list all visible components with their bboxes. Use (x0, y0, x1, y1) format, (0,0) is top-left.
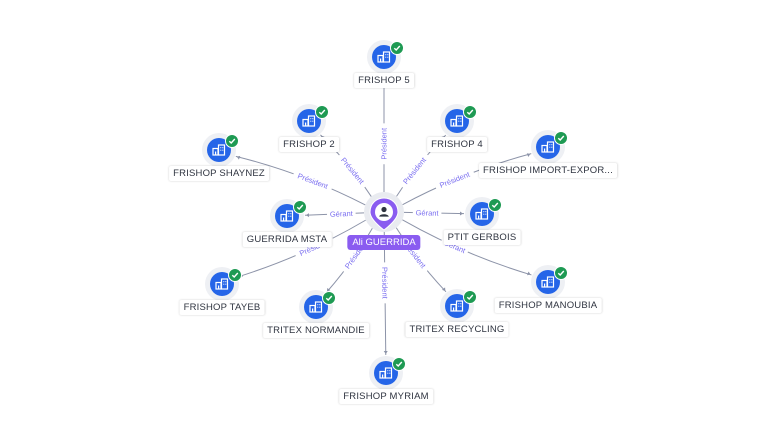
edge-label-frishop-import-export: Président (438, 169, 472, 189)
company-node-label: TRITEX NORMANDIE (263, 323, 369, 338)
company-building-icon (304, 295, 328, 319)
company-node-label: FRISHOP SHAYNEZ (169, 166, 269, 181)
company-node-label: FRISHOP 5 (354, 73, 414, 88)
edge-label-bg-frishop-import-export (433, 167, 476, 191)
verified-check-icon (228, 268, 242, 282)
edge-label-bg-frishop-5 (379, 123, 388, 165)
company-node-label: GUERRIDA MSTA (242, 232, 332, 247)
person-pin-icon (369, 197, 399, 231)
edge-label-bg-frishop-myriam (380, 262, 391, 304)
edge-label-bg-frishop-shaynez (292, 169, 334, 192)
edge-label-guerrida-msta: Gérant (330, 209, 354, 219)
edge-label-frishop-2: Président (339, 156, 367, 187)
edge-label-bg-frishop-2 (336, 151, 370, 190)
company-node-label: FRISHOP 4 (427, 137, 487, 152)
edge-arrow-frishop-myriam (383, 350, 388, 355)
company-building-icon (275, 204, 299, 228)
company-node-label: FRISHOP MYRIAM (339, 389, 433, 404)
edge-label-frishop-5: Président (380, 127, 389, 160)
company-node-label: FRISHOP TAYEB (179, 300, 265, 315)
edge-arrow-frishop-import-export (526, 153, 531, 157)
verified-check-icon (315, 105, 329, 119)
edge-arrow-frishop-manoubia (526, 271, 531, 276)
verified-check-icon (463, 105, 477, 119)
verified-check-icon (554, 131, 568, 145)
verified-check-icon (225, 134, 239, 148)
edge-arrow-frishop-shaynez (236, 155, 241, 160)
edge-label-frishop-shaynez: Président (296, 171, 330, 191)
edge-arrow-ptit-gerbois (459, 211, 464, 216)
company-node-label: FRISHOP MANOUBIA (494, 298, 602, 313)
company-node-label: FRISHOP IMPORT-EXPOR... (479, 163, 617, 178)
verified-check-icon (554, 266, 568, 280)
verified-check-icon (488, 198, 502, 212)
edge-arrow-tritex-recycling (441, 287, 446, 291)
company-node-label: FRISHOP 2 (279, 137, 339, 152)
edge-label-ptit-gerbois: Gérant (416, 208, 440, 217)
edge-arrow-tritex-normandie (327, 287, 331, 292)
center-person-label: Ali GUERRIDA (347, 235, 421, 250)
company-node-label: PTIT GERBOIS (443, 230, 521, 245)
edge-label-frishop-4: Président (401, 155, 428, 186)
edge-label-bg-ptit-gerbois (412, 207, 442, 218)
edge-label-bg-guerrida-msta (326, 208, 356, 219)
company-node-label: TRITEX RECYCLING (405, 322, 509, 337)
verified-check-icon (463, 290, 477, 304)
verified-check-icon (322, 291, 336, 305)
verified-check-icon (390, 41, 404, 55)
company-building-icon (536, 135, 560, 159)
verified-check-icon (293, 200, 307, 214)
verified-check-icon (392, 357, 406, 371)
edge-label-frishop-myriam: Président (380, 267, 389, 300)
edge-label-bg-frishop-4 (397, 151, 431, 190)
edge-arrow-guerrida-msta (305, 213, 310, 218)
